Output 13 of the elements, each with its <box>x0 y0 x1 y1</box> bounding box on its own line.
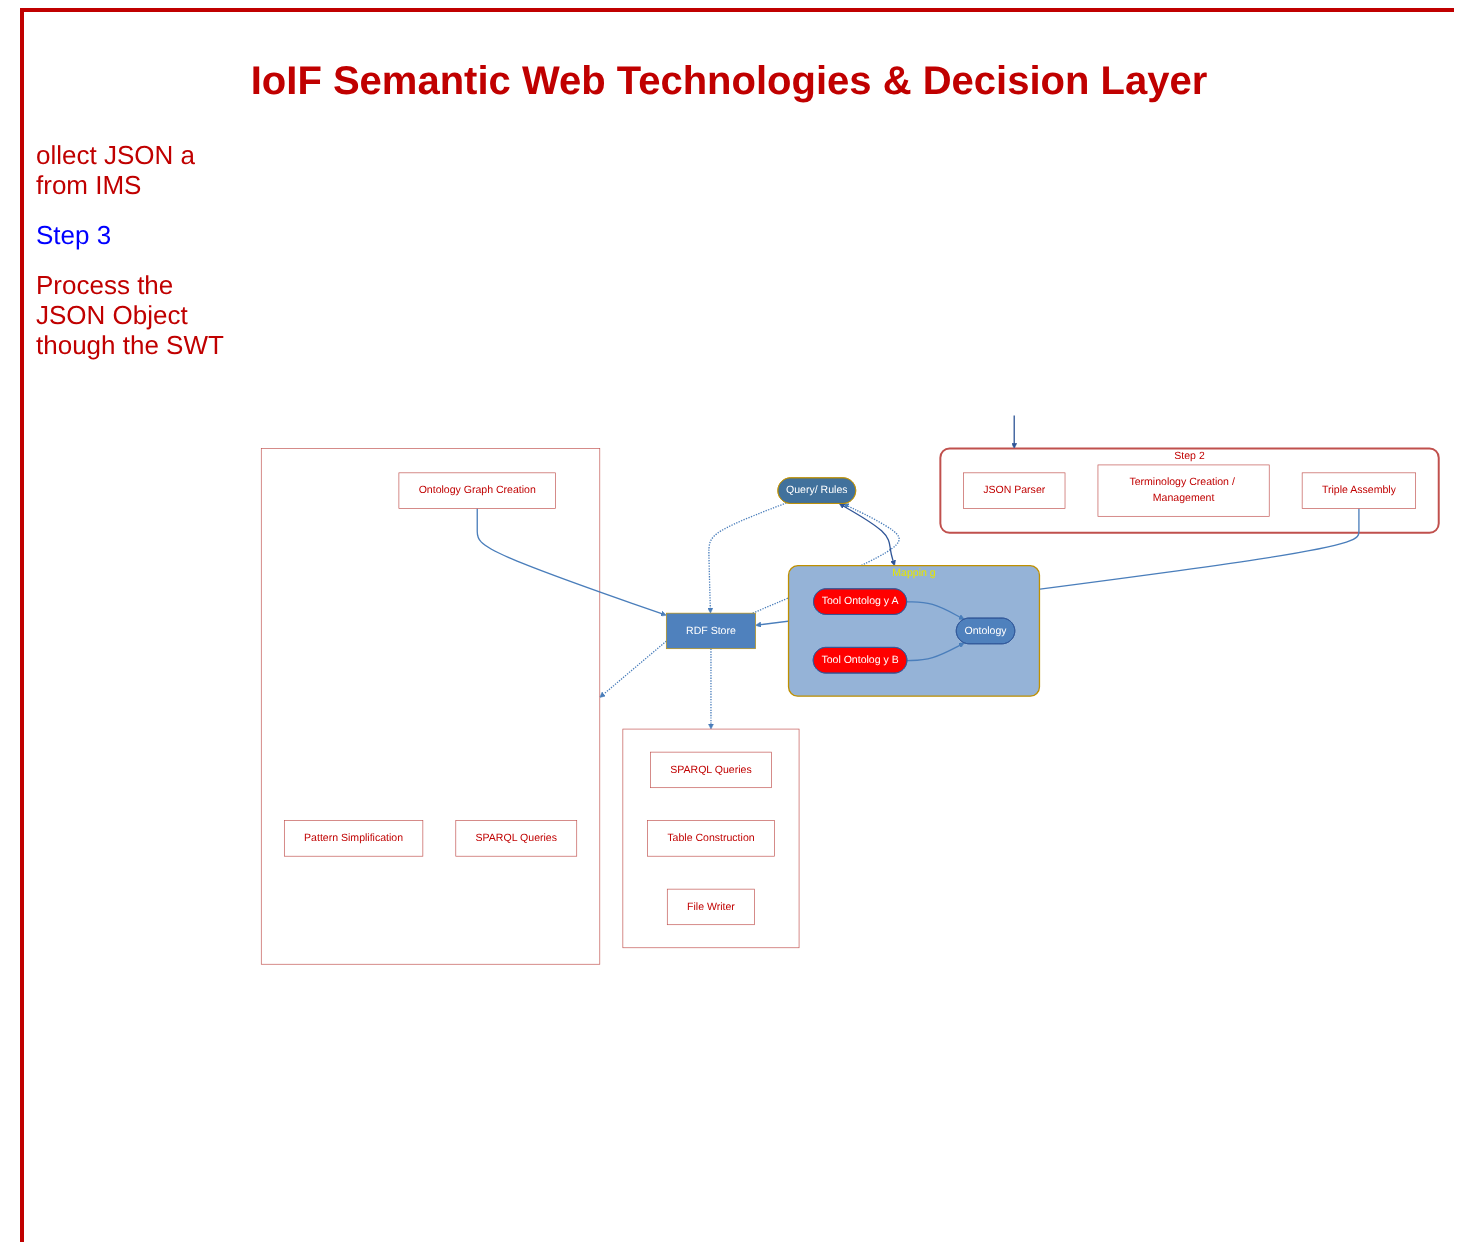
arrow <box>906 642 965 662</box>
diagram-title: IoIF Semantic Web Technologies & Decision Layer <box>248 60 1210 106</box>
arrow <box>838 503 896 566</box>
group-panel <box>260 448 601 965</box>
note-text: Step 3 <box>36 220 114 250</box>
arrow <box>906 601 965 620</box>
arrow <box>708 648 714 730</box>
note-text: ollect JSON a from IMS <box>36 140 197 200</box>
arrow <box>1011 414 1018 449</box>
note-text: Process the JSON Object though the SWT <box>36 270 226 360</box>
arrow <box>476 507 667 617</box>
arrow <box>599 640 667 698</box>
arrow <box>707 502 788 614</box>
